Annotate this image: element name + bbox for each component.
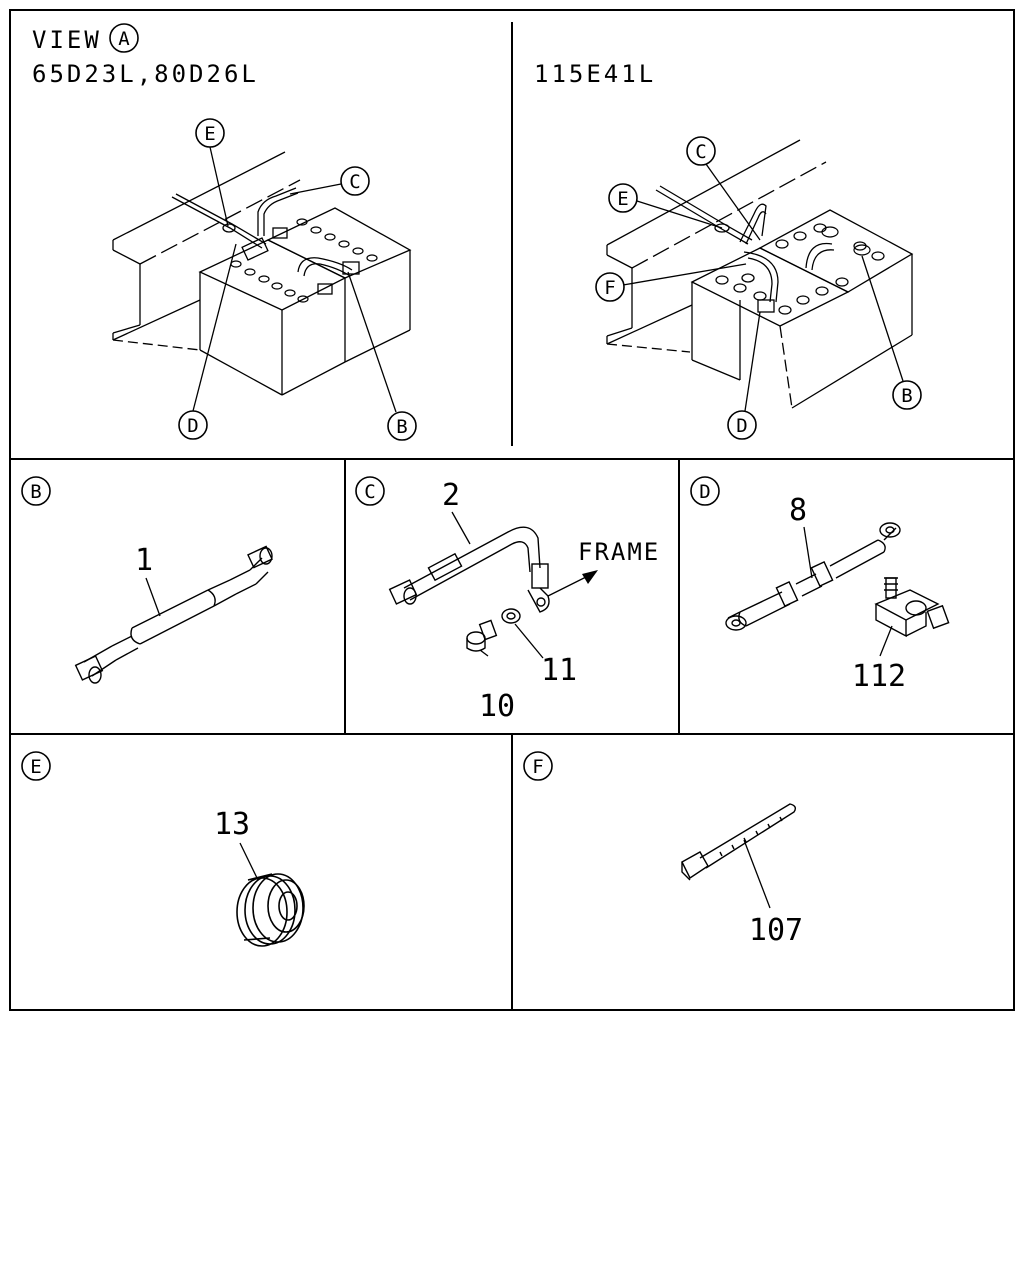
cable-part-8 — [725, 522, 901, 631]
right-model-heading: 115E41L — [534, 60, 656, 88]
terminal-clamp-part-112 — [874, 577, 950, 638]
washer-part-11 — [501, 608, 521, 624]
frame-label: FRAME — [578, 538, 660, 566]
grommet-part-13 — [236, 873, 305, 947]
part-number-112: 112 — [852, 659, 906, 694]
callout-right-c: C — [695, 141, 706, 163]
overview-left: VIEW A 65D23L,80D26L — [32, 23, 417, 441]
bolt-part-10 — [466, 619, 498, 652]
part-number-2: 2 — [442, 478, 460, 513]
callout-left-c: C — [349, 171, 360, 193]
callout-left-e: E — [204, 123, 215, 145]
panel-borders — [9, 9, 1015, 1011]
panel-b-letter: B — [30, 481, 41, 503]
callout-right-b: B — [901, 385, 912, 407]
panel-e: E 13 — [21, 751, 305, 947]
panel-d: D 8 112 — [690, 476, 950, 694]
panel-f-letter: F — [532, 756, 543, 778]
callout-right-d: D — [736, 415, 747, 437]
panel-b: B 1 — [21, 476, 273, 684]
panel-e-letter: E — [30, 756, 41, 778]
callout-right-e: E — [617, 188, 628, 210]
callout-left-d: D — [187, 415, 198, 437]
part-number-11: 11 — [541, 653, 577, 688]
callout-left-b: B — [396, 416, 407, 438]
part-number-10: 10 — [479, 689, 515, 724]
panel-f: F 107 — [523, 751, 803, 948]
panel-d-letter: D — [699, 481, 710, 503]
part-number-13: 13 — [214, 807, 250, 842]
view-letter: A — [118, 28, 130, 50]
panel-c: C FRAME 2 10 11 — [355, 476, 660, 724]
part-number-1: 1 — [135, 543, 153, 578]
cable-tie-part-107 — [681, 803, 797, 881]
ground-cable-part-2 — [388, 526, 550, 613]
callout-right-f: F — [604, 277, 615, 299]
battery-cable-part-1 — [74, 545, 273, 684]
part-number-107: 107 — [749, 913, 803, 948]
view-word: VIEW — [32, 26, 102, 54]
overview-right: 115E41L — [534, 60, 922, 440]
panel-c-letter: C — [364, 481, 375, 503]
part-number-8: 8 — [789, 493, 807, 528]
left-models-heading: 65D23L,80D26L — [32, 60, 259, 88]
